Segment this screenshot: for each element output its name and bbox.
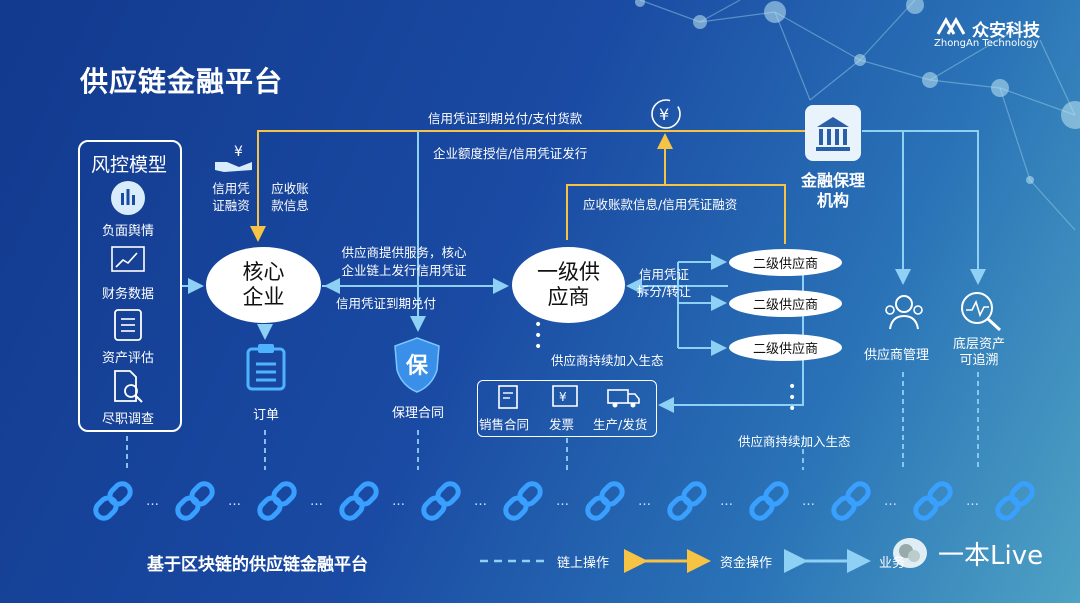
- product-label: 生产/发货: [593, 417, 648, 432]
- clipboard-icon: [246, 344, 286, 391]
- page-title: 供应链金融平台: [80, 65, 284, 98]
- tier2-supplier-node[interactable]: 二级供应商: [729, 334, 842, 361]
- svg-text:¥: ¥: [234, 144, 243, 160]
- logo-en: ZhongAn Technology: [934, 38, 1039, 49]
- legend-fund-op: 资金操作: [720, 556, 773, 571]
- label-ecosystem-join: 供应商持续加入生态: [551, 353, 664, 368]
- ellipsis-dots: •••: [788, 379, 797, 417]
- risk-item-due-diligence: 尽职调查: [101, 412, 154, 427]
- label-top-payment: 信用凭证到期兑付/支付货款: [428, 111, 583, 126]
- label-ecosystem-join: 供应商持续加入生态: [738, 434, 851, 449]
- product-label: 发票: [549, 417, 575, 432]
- yen-cycle-icon: ¥: [651, 99, 681, 129]
- factoring-contract-label: 保理合同: [391, 406, 444, 421]
- platform-title: 基于区块链的供应链金融平台: [147, 555, 368, 575]
- supplier-management-label: 供应商管理: [864, 348, 930, 363]
- legend-chain-op: 链上操作: [557, 556, 610, 571]
- transaction-docs-box: [477, 380, 657, 437]
- bank-icon: [805, 105, 861, 161]
- risk-item-asset: 资产评估: [101, 351, 154, 366]
- tier1-supplier-node[interactable]: 一级供 应商: [512, 247, 625, 323]
- tier2-supplier-node[interactable]: 二级供应商: [729, 290, 842, 317]
- supplier-management-icon: [885, 295, 923, 330]
- checklist-icon: [114, 309, 142, 341]
- traceable-asset-label: 底层资产 可追溯: [952, 337, 1005, 368]
- truck-icon: [607, 389, 640, 408]
- risk-model-panel: [78, 140, 182, 432]
- label-receivable-info: 应收账 款信息: [271, 181, 309, 213]
- yen-hand-icon: ¥: [215, 144, 252, 172]
- invoice-icon: ¥: [552, 385, 578, 407]
- wechat-icon: [893, 538, 927, 568]
- risk-item-finance: 财务数据: [101, 287, 154, 302]
- core-enterprise-node[interactable]: 核心 企业: [206, 247, 321, 323]
- bar-chart-icon: [111, 181, 145, 215]
- zhongan-logo-icon: [936, 16, 966, 35]
- svg-text:¥: ¥: [559, 390, 567, 404]
- brand-logo: 众安科技 ZhongAn Technology: [934, 14, 1040, 49]
- label-receivable-financing: 应收账款信息/信用凭证融资: [583, 197, 738, 212]
- label-credit-issue: 企业额度授信/信用凭证发行: [433, 146, 588, 161]
- logo-cn: 众安科技: [972, 21, 1040, 41]
- label-split-transfer: 信用凭证 拆分/转让: [636, 267, 692, 299]
- watermark-text: 一本Live: [938, 541, 1044, 571]
- tier2-supplier-node[interactable]: 二级供应商: [729, 249, 842, 276]
- shield-badge-text: 保: [405, 354, 428, 379]
- line-chart-icon: [111, 246, 145, 272]
- product-label: 销售合同: [479, 417, 530, 432]
- label-credit-financing: 信用凭 证融资: [212, 181, 250, 213]
- svg-text:¥: ¥: [659, 105, 669, 124]
- contract-icon: [498, 385, 518, 409]
- risk-model-title: 风控模型: [90, 154, 167, 176]
- order-label: 订单: [252, 408, 279, 423]
- risk-item-sentiment: 负面舆情: [101, 224, 154, 239]
- search-analytics-icon: [961, 292, 1002, 332]
- factoring-institution-node[interactable]: 金融保理 机构: [800, 171, 865, 210]
- label-maturity-payment: 信用凭证到期兑付: [336, 296, 437, 311]
- label-core-issue: 供应商提供服务，核心 企业链上发行信用凭证: [341, 245, 467, 278]
- document-search-icon: [114, 370, 143, 403]
- ellipsis-dots: •••: [534, 317, 543, 355]
- shield-icon: [394, 337, 440, 393]
